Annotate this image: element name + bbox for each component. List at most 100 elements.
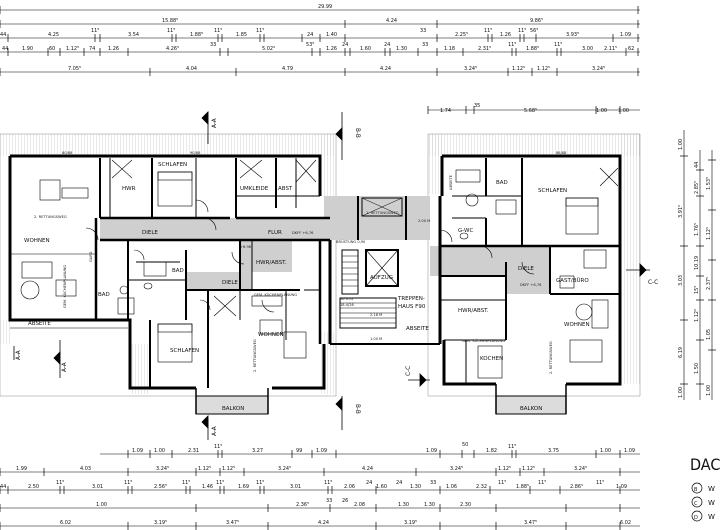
door-mark: 80/88 bbox=[62, 151, 73, 155]
room-label-hwr: HWR bbox=[122, 186, 136, 192]
dim-label: 11⁵ bbox=[498, 479, 506, 486]
section-label-bb-top: B-B bbox=[354, 128, 360, 138]
room-label-wohnen-east: WOHNEN bbox=[564, 322, 590, 328]
dim-label: 33 bbox=[210, 42, 216, 48]
dim-label: 4.26⁵ bbox=[166, 45, 179, 52]
dim-label: 3.24⁵ bbox=[464, 65, 477, 72]
dim-label: 9.86⁵ bbox=[530, 17, 543, 24]
dim-label: 2.08 bbox=[354, 502, 365, 508]
room-label-diele-east: DIELE bbox=[518, 266, 534, 272]
room-label-hwr-abst-east: HWR/ABST. bbox=[458, 308, 489, 314]
dim-label: 3.75 bbox=[548, 448, 559, 454]
dim-label: 3.93⁵ bbox=[566, 31, 579, 38]
dim-label: 1.82 bbox=[486, 448, 497, 454]
section-label-aa-bottom: A-A bbox=[212, 426, 218, 436]
dim-label: 4.24 bbox=[380, 66, 391, 72]
dim-label: 1.26 bbox=[108, 46, 119, 52]
room-label-bad-west2: BAD bbox=[172, 268, 184, 274]
room-label-schlafen-east: SCHLAFEN bbox=[538, 188, 567, 194]
dim-label: 1.09 bbox=[132, 448, 143, 454]
dim-label: 3.00 bbox=[582, 46, 593, 52]
dim-label: 3.24⁵ bbox=[156, 465, 169, 472]
dim-label: 1.09 bbox=[426, 448, 437, 454]
dim-label: 1.74 bbox=[440, 108, 451, 114]
room-note-kuechenplanung-west: GEM. KÜCHENPLANUNG bbox=[62, 265, 67, 308]
dim-label: 1.60 bbox=[376, 484, 387, 490]
legend-text-b: W bbox=[708, 485, 715, 493]
legend-marker-d-label: D bbox=[694, 515, 698, 521]
dim-label: 1.00 bbox=[600, 448, 611, 454]
dim-label: 5.02⁵ bbox=[262, 45, 275, 52]
dim-label: 24 bbox=[366, 480, 372, 486]
section-markers bbox=[13, 111, 650, 440]
room-label-gard: GARD bbox=[89, 251, 93, 262]
dim-label: 11⁵ bbox=[56, 479, 64, 486]
room-label-wohnen-west: WOHNEN bbox=[24, 238, 50, 244]
dim-label: 1.26 bbox=[500, 32, 511, 38]
section-label-aa-top: A-A bbox=[212, 118, 218, 128]
dim-label: 60 bbox=[49, 46, 55, 52]
dim-label: 11⁵ bbox=[182, 479, 190, 486]
dim-label: 33 bbox=[420, 28, 426, 34]
dim-label: 4.79 bbox=[282, 66, 293, 72]
dim-label: 44 bbox=[0, 32, 6, 38]
dim-label: 99 bbox=[296, 448, 302, 454]
legend-marker-b bbox=[691, 482, 703, 494]
dim-label: 56⁵ bbox=[530, 27, 538, 34]
room-note-kuechenplanung-east: GEM. KÜCHENPLANUNG bbox=[462, 338, 505, 343]
room-label-abseite-core: ABSEITE bbox=[406, 326, 429, 332]
dim-label: 1.85 bbox=[236, 32, 247, 38]
dim-label: 3.54 bbox=[128, 32, 139, 38]
dim-label: 4.04 bbox=[186, 66, 197, 72]
dim-label: 1.06 bbox=[446, 484, 457, 490]
dim-label: 1.30 bbox=[398, 502, 409, 508]
dim-label: 10.19 bbox=[694, 256, 700, 270]
room-note-rettungsweg-west-lower: 2. RETTUNGSWEG bbox=[253, 339, 257, 372]
door-mark: 88/88 bbox=[556, 151, 567, 155]
dim-label: 3.24⁵ bbox=[450, 465, 463, 472]
room-label-bad-east: BAD bbox=[496, 180, 508, 186]
walls-west bbox=[8, 154, 330, 390]
room-labels-west-lower: SCHLAFEN WOHNEN 2. RETTUNGSWEG GEM. KÜCH… bbox=[170, 292, 297, 412]
room-label-schlafen-west-lower: SCHLAFEN bbox=[170, 348, 199, 354]
dim-label: 1.40 bbox=[326, 32, 337, 38]
dim-label: 50 bbox=[462, 442, 468, 448]
dim-label: 4.24 bbox=[386, 18, 397, 24]
dim-label: 1.00 bbox=[154, 448, 165, 454]
dim-label: 1.12⁵ bbox=[198, 465, 211, 472]
dim-label: 11⁵ bbox=[508, 443, 516, 450]
room-label-umkleide: UMKLEIDE bbox=[240, 186, 269, 192]
door-mark: 1.00 M bbox=[370, 337, 382, 341]
room-label-wohnen-west-lower: WOHNEN bbox=[258, 332, 284, 338]
dim-label: 1.05 bbox=[706, 329, 712, 340]
dim-label: 4.24 bbox=[318, 520, 329, 526]
dim-label: 6.19 bbox=[678, 347, 684, 358]
dim-label: 3.24⁵ bbox=[592, 65, 605, 72]
section-label-aa-left2: A-A bbox=[16, 350, 22, 360]
dim-label: 11⁵ bbox=[167, 27, 175, 34]
dim-label: 1.60 bbox=[360, 46, 371, 52]
dim-label: 1.12⁵ bbox=[222, 465, 235, 472]
dim-label: 1.09 bbox=[624, 448, 635, 454]
room-label-abst: ABST bbox=[278, 186, 293, 192]
dim-label: 2.36⁵ bbox=[296, 501, 309, 508]
dim-label: 3.19⁵ bbox=[154, 519, 167, 526]
dim-label: 11⁵ bbox=[554, 41, 562, 48]
section-label-cc-right: C-C bbox=[648, 280, 658, 286]
dim-label: 3.03 bbox=[678, 275, 684, 286]
room-note-dkff-detail: +6.96 bbox=[240, 245, 252, 249]
dim-label: 6.02 bbox=[620, 520, 631, 526]
dim-label: 1.76⁵ bbox=[693, 223, 700, 236]
room-label-diele-west: DIELE bbox=[142, 230, 158, 236]
room-label-hwr-abst-west: HWR/ABST. bbox=[256, 260, 287, 266]
legend-marker-b-label: B bbox=[694, 487, 698, 493]
room-note-stairs-2: 18.4/26 bbox=[340, 303, 354, 307]
dim-label: 11⁵ bbox=[214, 443, 222, 450]
dim-label: 1.00 bbox=[618, 108, 629, 114]
dim-label: 1.99 bbox=[16, 466, 27, 472]
room-label-flur: FLUR bbox=[268, 230, 282, 236]
dim-label: 2.25⁵ bbox=[455, 31, 468, 38]
dim-label: 11⁵ bbox=[324, 479, 332, 486]
dim-label: 3.47⁵ bbox=[226, 519, 239, 526]
dim-label: 11⁵ bbox=[216, 479, 224, 486]
